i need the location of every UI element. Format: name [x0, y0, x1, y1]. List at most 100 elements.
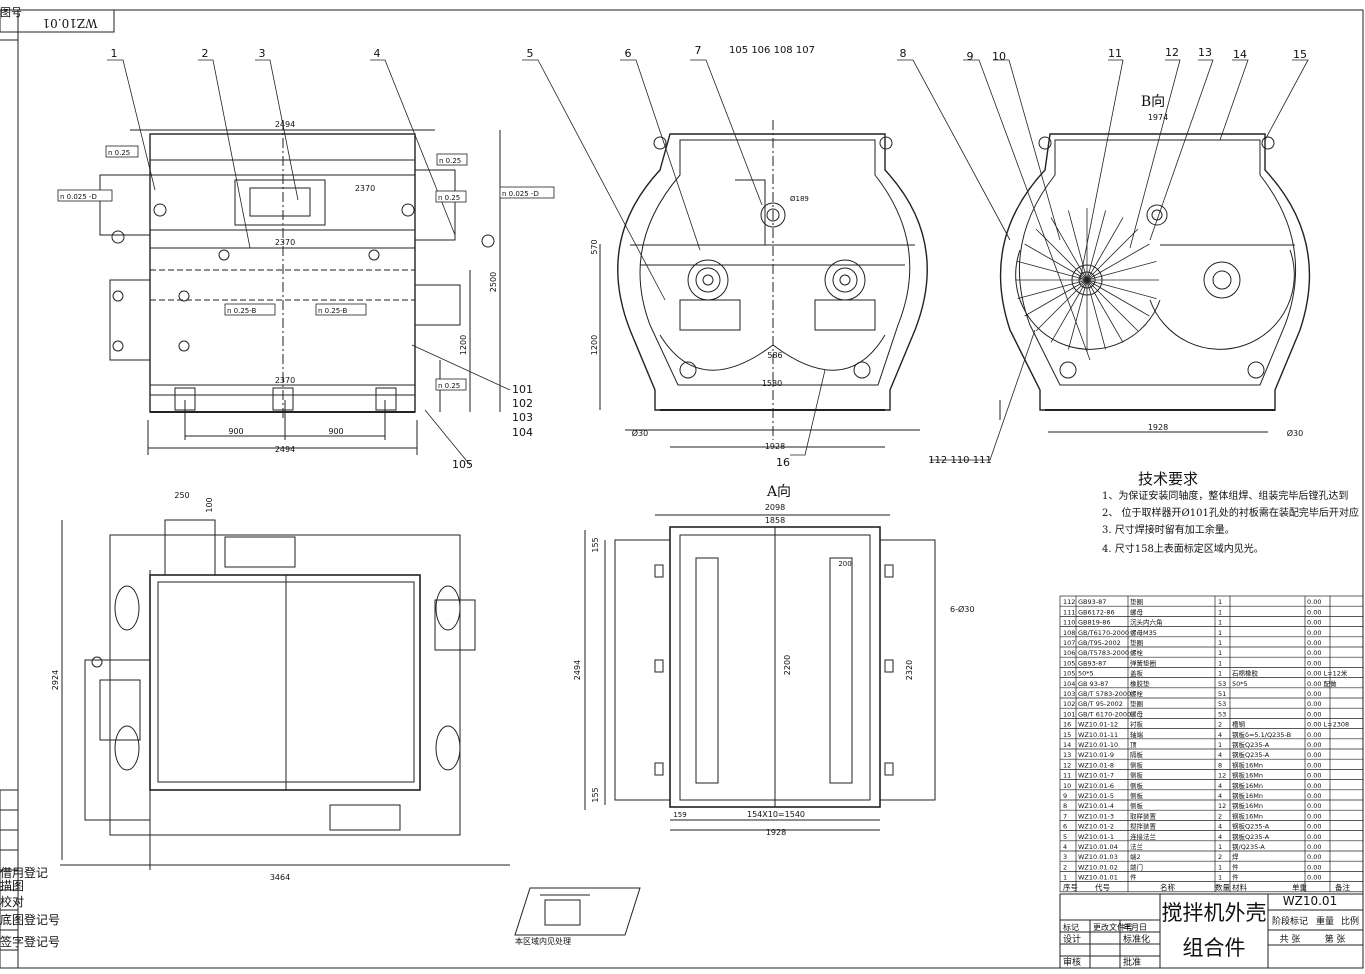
agitator-spoke: [1068, 210, 1088, 281]
bom-cell: 钢板16Mn: [1232, 760, 1263, 769]
bom-cell: 0.00: [1307, 853, 1321, 861]
bom-cell: 取样装置: [1130, 811, 1157, 820]
end-view: [599, 120, 928, 448]
bom-cell: 1: [1218, 863, 1222, 871]
dim: 6-Ø30: [950, 604, 974, 614]
bom-cell: 0.00 配做: [1307, 679, 1337, 688]
bom-cell: 111: [1063, 608, 1075, 616]
dim: 2494: [573, 660, 582, 680]
callout-3: 3: [259, 47, 266, 60]
leader-lines: [107, 59, 1309, 466]
sheet-border: [0, 9, 1364, 969]
bom-cell: 4: [1218, 833, 1222, 841]
bom-cell: 侧板: [1130, 771, 1144, 780]
callout-6: 6: [625, 47, 632, 60]
tolerance: n 0.25-B: [227, 307, 257, 315]
bom-cell: 0.00: [1307, 741, 1321, 749]
bom-cell: 侧板: [1130, 760, 1144, 769]
bom-cell: 53: [1218, 680, 1226, 688]
bom-cell: 侧板: [1130, 791, 1144, 800]
bom-cell: 螺栓: [1130, 689, 1144, 698]
bom-header: 单重: [1292, 882, 1308, 892]
bom-cell: WZ10.01-7: [1078, 772, 1114, 780]
top-label: 图号: [0, 6, 22, 19]
bom-cell: 0.00: [1307, 802, 1321, 810]
bom-cell: 0.00 L=2308: [1307, 721, 1349, 729]
bom-cell: 2: [1218, 853, 1222, 861]
dim: 570: [590, 239, 599, 254]
bom-cell: GB819-86: [1078, 619, 1111, 627]
agitator-spoke: [1086, 243, 1150, 281]
bom-cell: WZ10.01-2: [1078, 823, 1114, 831]
bom-header: 数量: [1215, 882, 1231, 892]
bom-cell: 0.00: [1307, 812, 1321, 820]
bom-cell: 连接法兰: [1130, 832, 1157, 841]
bom-cell: 0.00: [1307, 782, 1321, 790]
dim: 586: [767, 351, 782, 360]
agitator-spoke: [1035, 279, 1088, 332]
tolerance: n 0.25: [438, 382, 460, 390]
title-check: 审核: [1063, 956, 1081, 968]
bom-cell: 侧板: [1130, 801, 1144, 810]
dim: 100: [205, 497, 214, 512]
bom-cell: WZ10.01-3: [1078, 812, 1114, 820]
bom-cell: 5: [1063, 833, 1067, 841]
bom-cell: 9: [1063, 792, 1067, 800]
bom-cell: 106: [1063, 649, 1075, 657]
title-sheet: 第 张: [1325, 933, 1346, 945]
bom-cell: 107: [1063, 639, 1075, 647]
tolerance-frames: [57, 145, 555, 391]
bom-cell: 103: [1063, 690, 1075, 698]
bom-cell: 1: [1218, 843, 1222, 851]
dim: Ø30: [632, 428, 648, 438]
bom-cell: 0.00: [1307, 823, 1321, 831]
bom-cell: 垫圈: [1130, 638, 1143, 647]
callout-101: 101: [512, 383, 533, 396]
bom-cell: 15: [1063, 731, 1071, 739]
bom-cell: 1: [1218, 670, 1222, 678]
bom-cell: GB/T 5783-2000: [1078, 690, 1131, 698]
callout-12: 12: [1165, 46, 1179, 59]
bom-cell: 1: [1218, 639, 1222, 647]
bom-cell: 4: [1218, 782, 1222, 790]
bom-cell: 盖板: [1130, 669, 1144, 678]
bom-cell: 0.00: [1307, 608, 1321, 616]
bom-cell: 3: [1063, 853, 1067, 861]
callout-105-bottom: 105: [452, 458, 473, 471]
bom-cell: 1: [1218, 741, 1222, 749]
bom-cell: 105: [1063, 659, 1075, 667]
callout-14: 14: [1233, 48, 1247, 61]
end-view-bearings: [653, 136, 893, 379]
dim: 900: [228, 427, 243, 436]
bom-frame: [1059, 595, 1364, 893]
drawing-title: 搅拌机外壳: [1162, 901, 1267, 925]
bom-cell: 1: [1218, 659, 1222, 667]
bom-cell: WZ10.01.02: [1078, 863, 1118, 871]
bom-cell: 53: [1218, 710, 1226, 718]
callout-9: 9: [967, 50, 974, 63]
bom-cell: 4: [1218, 792, 1222, 800]
callout-102: 102: [512, 397, 533, 410]
tech-req-item: 1、为保证安装同轴度，整体组焊、组装完毕后镗孔达到: [1102, 489, 1348, 502]
bom-cell: GB93-87: [1078, 598, 1106, 606]
bom-cell: 12: [1218, 772, 1226, 780]
margin-label: 借用登记: [0, 865, 48, 880]
dim: Ø189: [790, 195, 809, 203]
dim: 1580: [762, 379, 782, 388]
bom-cell: 2: [1218, 812, 1222, 820]
callout-2: 2: [202, 47, 209, 60]
title-weight: 重量: [1316, 915, 1334, 927]
bom-cell: 0.00: [1307, 619, 1321, 627]
title-approve: 批准: [1123, 956, 1141, 968]
bom-cell: 1: [1218, 649, 1222, 657]
bom-cell: WZ10.01.04: [1078, 843, 1118, 851]
bom-header: 代号: [1095, 882, 1110, 892]
agitator-spoke: [1035, 228, 1088, 281]
title-mark: 标记: [1063, 922, 1079, 932]
bom-cell: GB/T95-2002: [1078, 639, 1121, 647]
tolerance: n 0.25: [439, 157, 461, 165]
agitator-spoke: [1086, 279, 1157, 299]
callout-103: 103: [512, 411, 533, 424]
margin-label: 签字登记号: [0, 934, 60, 949]
